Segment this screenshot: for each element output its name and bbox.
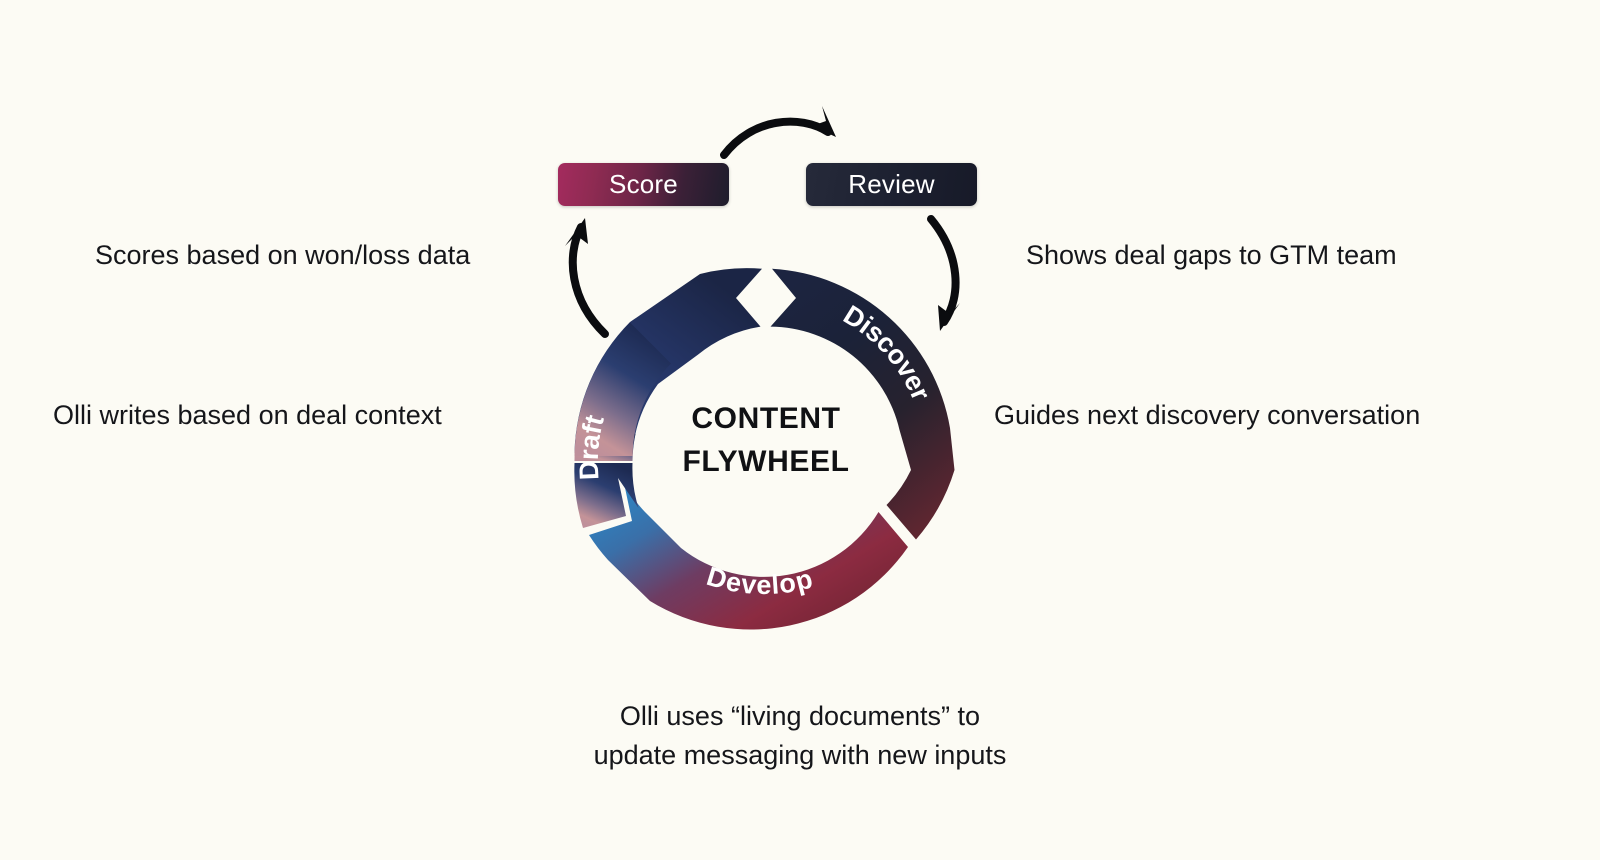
stage-pill-score[interactable]: Score [558,163,729,206]
flywheel-center-title: CONTENT FLYWHEEL [566,398,966,483]
center-title-line-2: FLYWHEEL [682,444,850,478]
caption-develop-line-2: update messaging with new inputs [593,739,1007,770]
caption-score: Scores based on won/loss data [95,240,471,270]
stage-pill-score-label: Score [609,169,678,199]
stage-pill-review-label: Review [848,169,935,199]
arrow-score-to-review [720,106,836,159]
arrow-review-to-discover [927,215,960,331]
caption-develop-line-1: Olli uses “living documents” to [619,701,981,731]
caption-draft: Olli writes based on deal context [53,400,442,430]
ring-label-draft: Draft [574,412,610,481]
center-title-line-1: CONTENT [691,402,841,435]
stage-pill-review[interactable]: Review [806,163,977,206]
caption-review: Shows deal gaps to GTM team [1026,240,1397,270]
ring-label-develop: Develop [703,561,815,600]
caption-develop: Olli uses “living documents” to update m… [0,697,1600,775]
ring-segment-draft: Draft [574,322,671,528]
caption-discover: Guides next discovery conversation [994,400,1421,430]
arrow-draft-to-score [565,218,609,338]
